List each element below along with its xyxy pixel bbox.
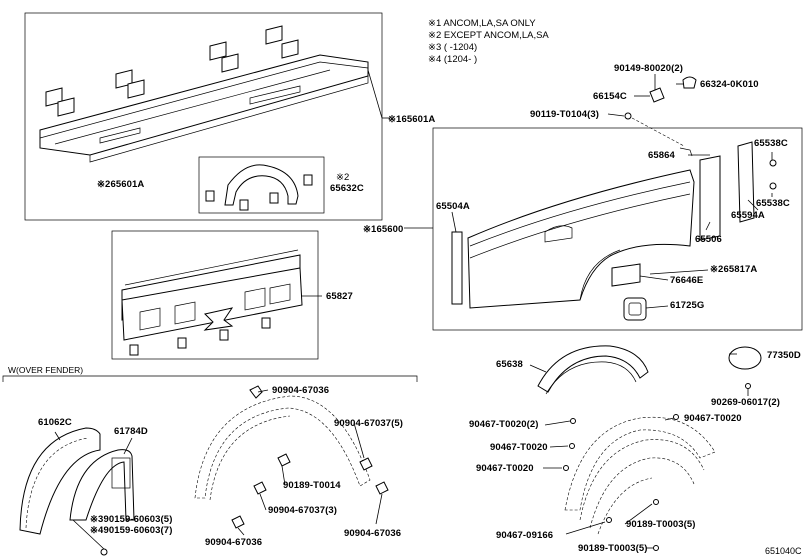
label-65817A[interactable]: ※265817A bbox=[710, 264, 758, 275]
label-61062C[interactable]: 61062C bbox=[38, 417, 72, 428]
bed-floor-drawing bbox=[39, 25, 369, 163]
label-65506[interactable]: 65506 bbox=[695, 234, 722, 245]
label-90904-67036-right[interactable]: 90904-67036 bbox=[344, 528, 402, 539]
note-4: ※4 (1204- ) bbox=[428, 54, 478, 65]
label-90159-60603-5[interactable]: ※390159-60603(5) bbox=[90, 514, 173, 525]
label-65504A[interactable]: 65504A bbox=[436, 201, 470, 212]
over-fender-drawing bbox=[19, 385, 389, 556]
wheel-liner-drawing bbox=[563, 414, 716, 551]
liner-drawing bbox=[537, 345, 762, 395]
frame-front-panel bbox=[111, 230, 319, 360]
label-61784D[interactable]: 61784D bbox=[114, 426, 148, 437]
label-90189-T0003-upper[interactable]: 90189-T0003(5) bbox=[626, 519, 696, 530]
label-90159-60603-7[interactable]: ※490159-60603(7) bbox=[90, 525, 173, 536]
note-3: ※3 ( -1204) bbox=[428, 42, 478, 53]
label-61725G[interactable]: 61725G bbox=[670, 300, 705, 311]
label-77350D[interactable]: 77350D bbox=[767, 350, 801, 361]
label-90467-09166[interactable]: 90467-09166 bbox=[496, 530, 554, 541]
label-65538C-top[interactable]: 65538C bbox=[754, 138, 788, 149]
label-90189-T0014[interactable]: 90189-T0014 bbox=[283, 480, 341, 491]
label-65601A-1[interactable]: ※165601A bbox=[388, 114, 436, 125]
label-65594A[interactable]: 65594A bbox=[731, 210, 765, 221]
label-90904-67036-bottom[interactable]: 90904-67036 bbox=[205, 537, 263, 548]
label-65632C[interactable]: 65632C bbox=[330, 183, 364, 194]
frame-rear-bed-floor bbox=[24, 12, 383, 221]
wheelhouse-arch-drawing bbox=[205, 164, 313, 211]
label-66154C[interactable]: 66154C bbox=[593, 91, 627, 102]
label-90904-67037-5[interactable]: 90904-67037(5) bbox=[334, 418, 404, 429]
label-76646E[interactable]: 76646E bbox=[670, 275, 704, 286]
label-90467-T0020-mid[interactable]: 90467-T0020 bbox=[490, 442, 548, 453]
label-65601A-2[interactable]: ※265601A bbox=[97, 179, 145, 190]
label-90467-T0020-right[interactable]: 90467-T0020 bbox=[684, 413, 742, 424]
label-90119-T0104[interactable]: 90119-T0104(3) bbox=[530, 109, 600, 120]
note-2: ※2 EXCEPT ANCOM,LA,SA bbox=[428, 30, 549, 41]
label-65638[interactable]: 65638 bbox=[496, 359, 523, 370]
frame-65632C-sub bbox=[198, 156, 325, 214]
label-65827[interactable]: 65827 bbox=[326, 291, 353, 302]
label-65538C-bottom[interactable]: 65538C bbox=[756, 198, 790, 209]
fuel-lid-drawing bbox=[624, 76, 697, 147]
label-90149-80020[interactable]: 90149-80020(2) bbox=[614, 63, 684, 74]
label-66324-0K010[interactable]: 66324-0K010 bbox=[700, 79, 759, 90]
label-65600[interactable]: ※165600 bbox=[363, 224, 404, 235]
leader-lines bbox=[54, 74, 773, 549]
label-90904-67036-top[interactable]: 90904-67036 bbox=[272, 385, 330, 396]
label-90269-06017[interactable]: 90269-06017(2) bbox=[711, 397, 781, 408]
over-fender-bracket bbox=[2, 375, 418, 382]
section-label-over-fender: W(OVER FENDER) bbox=[8, 365, 84, 375]
label-90467-T0020-2[interactable]: 90467-T0020(2) bbox=[469, 419, 539, 430]
frame-side-panel bbox=[432, 127, 803, 331]
side-panel-drawing bbox=[451, 141, 777, 321]
label-90467-T0020-low[interactable]: 90467-T0020 bbox=[476, 463, 534, 474]
note-1: ※1 ANCOM,LA,SA ONLY bbox=[428, 18, 536, 29]
diagram-code: 651040C bbox=[765, 546, 802, 556]
label-65864[interactable]: 65864 bbox=[648, 150, 675, 161]
label-90904-67037-3[interactable]: 90904-67037(3) bbox=[268, 505, 338, 516]
label-65632C-mark: ※2 bbox=[336, 172, 350, 183]
front-panel-drawing bbox=[121, 249, 303, 356]
label-90189-T0003-lower[interactable]: 90189-T0003(5) bbox=[578, 543, 648, 554]
